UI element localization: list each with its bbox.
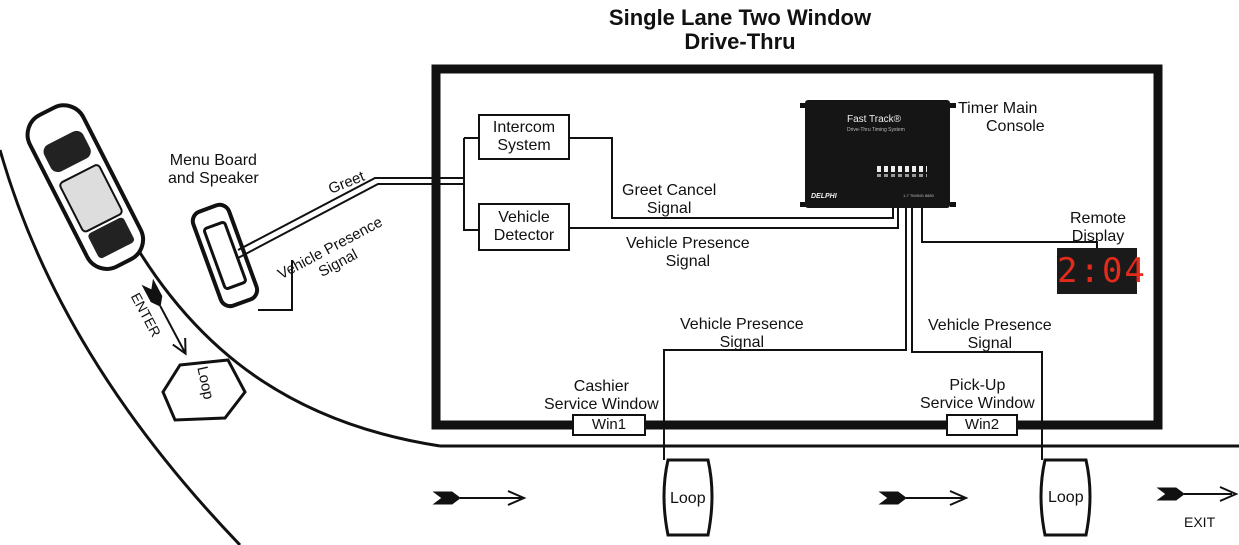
remote-display: 2:04 <box>1057 248 1145 294</box>
intercom-system-box: Intercom System <box>478 114 570 160</box>
vehicle-presence-label-mid: Vehicle Presence Signal <box>626 235 750 270</box>
title-line-1: Single Lane Two Window <box>608 5 872 30</box>
lane-outer-edge <box>0 149 242 545</box>
vehicle-detector-box: Vehicle Detector <box>478 203 570 251</box>
pickup-window-label: Pick-Up Service Window <box>920 377 1035 412</box>
arrow-icon-1 <box>432 490 527 506</box>
console-subtitle: Drive-Thru Timing System <box>847 127 905 133</box>
arrow-icon-exit <box>1156 486 1239 502</box>
menu-board-label: Menu Board and Speaker <box>168 152 259 187</box>
exit-label: EXIT <box>1184 514 1216 530</box>
cashier-window-label: Cashier Service Window <box>544 378 659 413</box>
vehicle-presence-label-win1: Vehicle Presence Signal <box>680 316 804 351</box>
timer-main-console-label: Timer Main Console <box>958 100 1045 135</box>
greet-cancel-label: Greet Cancel Signal <box>622 182 717 217</box>
win2-box: Win2 <box>946 414 1018 436</box>
loop-enter-shape <box>161 358 247 422</box>
loop-2-label: Loop <box>1048 489 1084 506</box>
vehicle-presence-label-win2: Vehicle Presence Signal <box>928 317 1052 352</box>
console-fine-print: 1-7 TIMING 8880 <box>903 193 934 198</box>
arrow-icon-enter <box>141 278 187 356</box>
arrow-icon-2 <box>878 490 969 506</box>
win1-box: Win1 <box>572 414 646 436</box>
console-led-row-2 <box>877 174 927 177</box>
lane-inner-edge <box>116 214 441 448</box>
building-outline <box>431 64 1163 430</box>
remote-display-label: Remote Display <box>1070 210 1127 245</box>
timer-main-console: Fast Track® Drive-Thru Timing System DEL… <box>805 100 950 208</box>
loop-1-shape <box>662 458 714 537</box>
diagram-title: Single Lane Two Window Drive-Thru <box>540 6 940 54</box>
loop-2-shape <box>1039 458 1092 537</box>
console-brand: Fast Track® <box>847 114 902 125</box>
loop-1-label: Loop <box>670 490 706 507</box>
car-graphic <box>25 103 146 271</box>
console-maker: DELPHI <box>811 193 837 200</box>
menu-board-graphic <box>190 202 260 309</box>
console-led-row <box>877 166 927 172</box>
title-line-2: Drive-Thru <box>684 29 796 54</box>
